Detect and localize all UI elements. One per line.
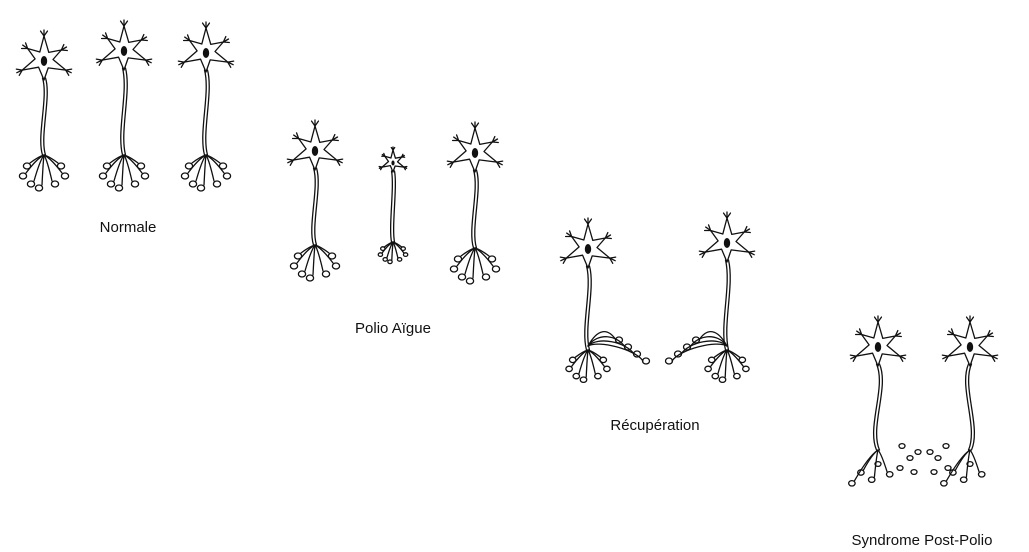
label-normale: Normale [100, 219, 157, 236]
label-syndrome-post-polio: Syndrome Post-Polio [852, 532, 993, 549]
neuron-post-2 [927, 316, 998, 486]
neuron-polio-1 [287, 120, 342, 281]
neuron-polio-2-damaged [378, 147, 408, 264]
label-recuperation: Récupération [610, 417, 699, 434]
neuron-polio-3 [447, 122, 502, 284]
neuron-normale-3 [178, 22, 233, 191]
label-polio-aigue: Polio Aïgue [355, 320, 431, 337]
neuron-normale-1 [16, 30, 71, 191]
neuron-normale-2 [96, 20, 151, 191]
neuron-recup-1 [560, 218, 649, 382]
neuron-recup-2 [666, 212, 755, 382]
neuron-post-1 [849, 316, 921, 486]
